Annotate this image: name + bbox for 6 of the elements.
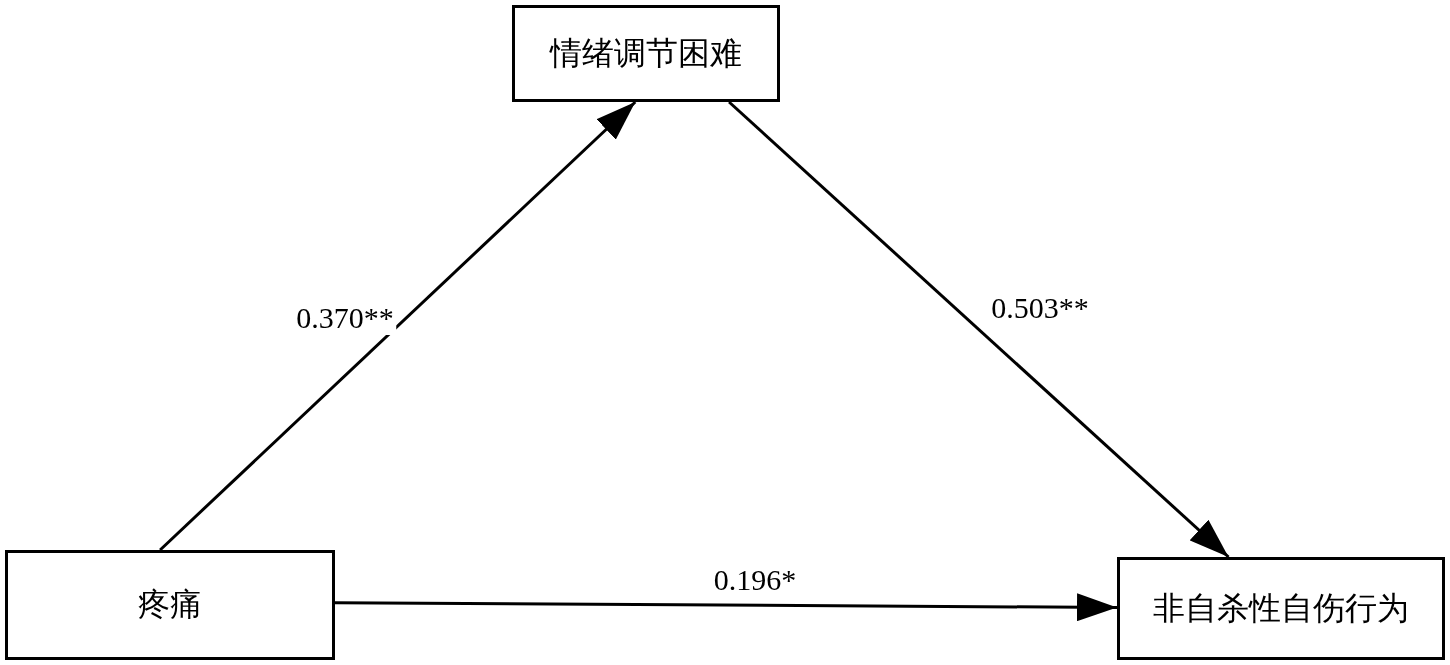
concept-box: 非自杀性自伤行为: [1117, 557, 1445, 660]
concept-box: 疼痛: [5, 550, 335, 660]
arrow: [159, 100, 637, 552]
arrow: [335, 593, 1117, 622]
arrow: [728, 100, 1230, 559]
concept-box: 情绪调节困难: [512, 5, 780, 102]
